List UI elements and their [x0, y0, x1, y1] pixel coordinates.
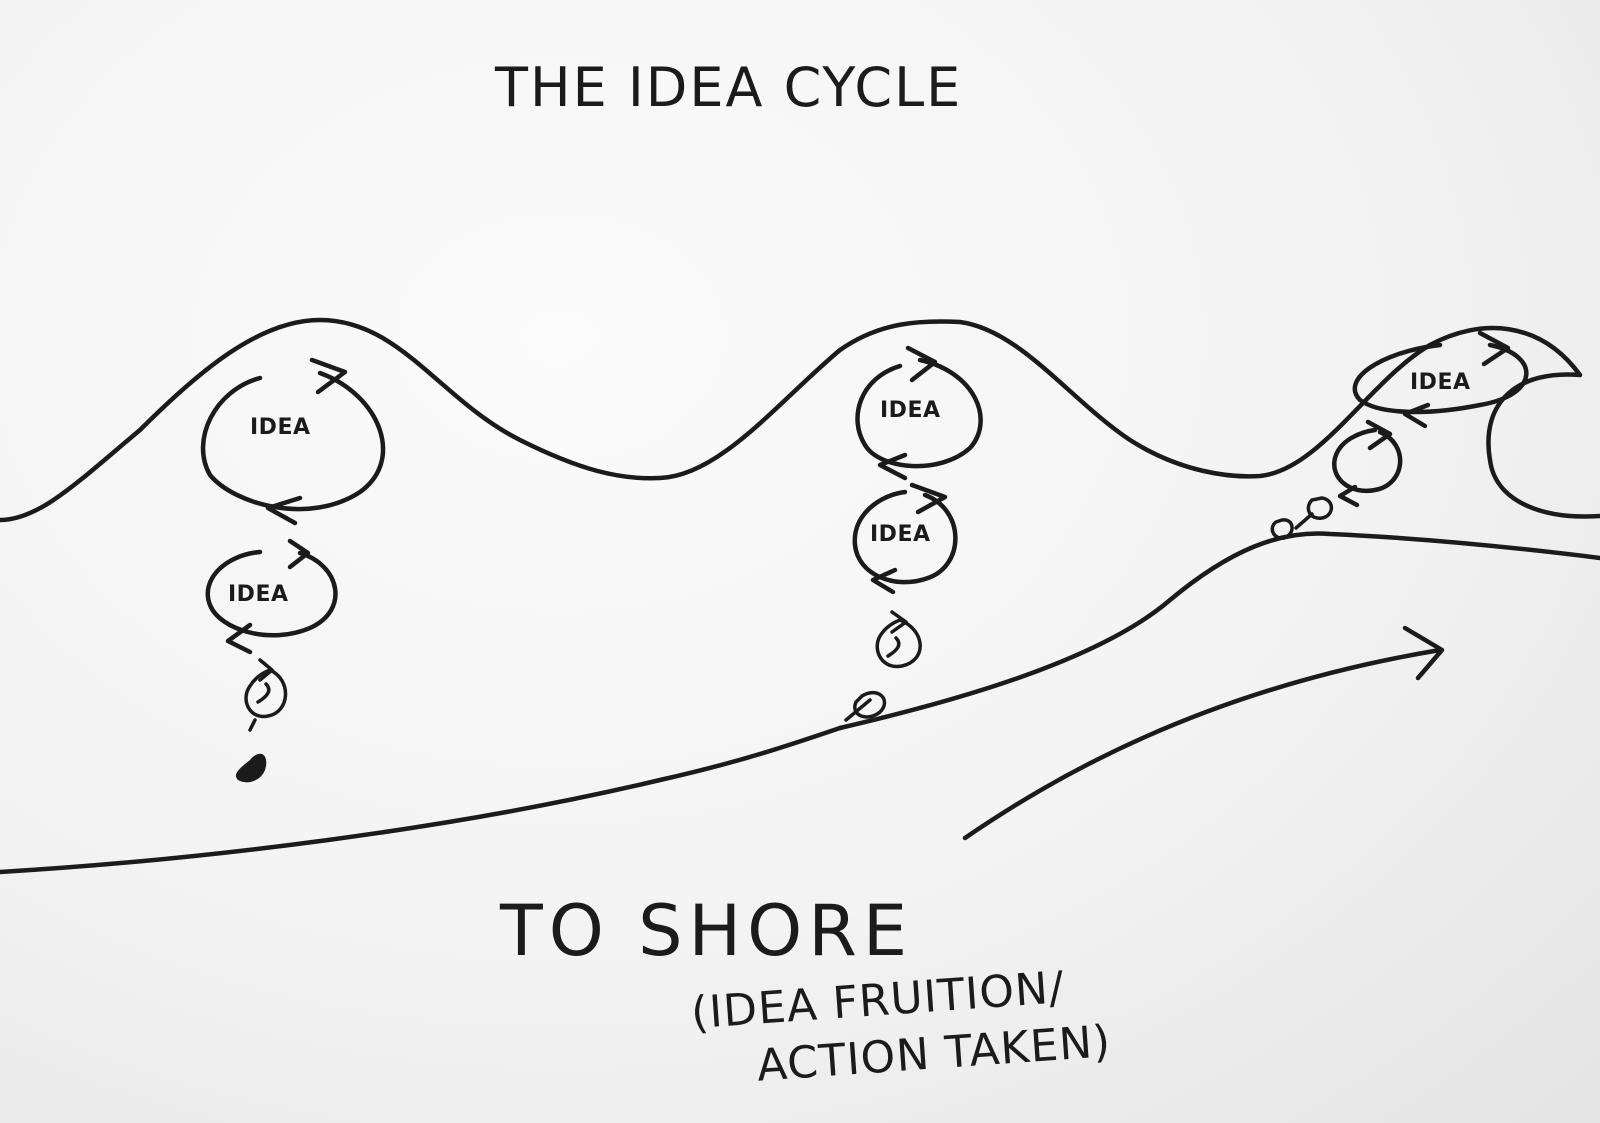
fruition-note: (IDEA FRUITION/ ACTION TAKEN) — [689, 962, 1112, 1092]
shore-label: TO SHORE — [499, 890, 913, 972]
wave2-idea-loop-medium: IDEA — [852, 482, 958, 595]
diagram-title: THE IDEA CYCLE — [494, 56, 962, 119]
shore-line-bottom — [0, 725, 843, 875]
wave1-idea-loop-large: IDEA — [200, 357, 386, 526]
wave2-idea-loop-large: IDEA — [855, 345, 983, 481]
wave2-tiny-loop — [844, 610, 922, 722]
wave1-idea-label-large: IDEA — [250, 415, 311, 440]
wave2-idea-label-small: IDEA — [870, 522, 931, 547]
shore-line-top — [837, 531, 1600, 731]
wave3-idea-loop-large: IDEA — [1352, 330, 1529, 429]
wave1-idea-label-small: IDEA — [228, 582, 289, 607]
wave3-idea-loop-small — [1331, 419, 1403, 508]
shore-arrow-line — [962, 647, 1443, 841]
wave3-tiny-loops — [1270, 496, 1334, 540]
shore-arrow-head — [1402, 625, 1445, 681]
wave1-idea-dot — [235, 753, 267, 783]
wave2-idea-label-large: IDEA — [880, 398, 941, 423]
wave1-idea-loop-small: IDEA — [205, 538, 338, 655]
wave-line — [0, 317, 1600, 523]
wave1-tiny-loop — [244, 658, 288, 732]
wave3-idea-label-large: IDEA — [1410, 370, 1471, 395]
